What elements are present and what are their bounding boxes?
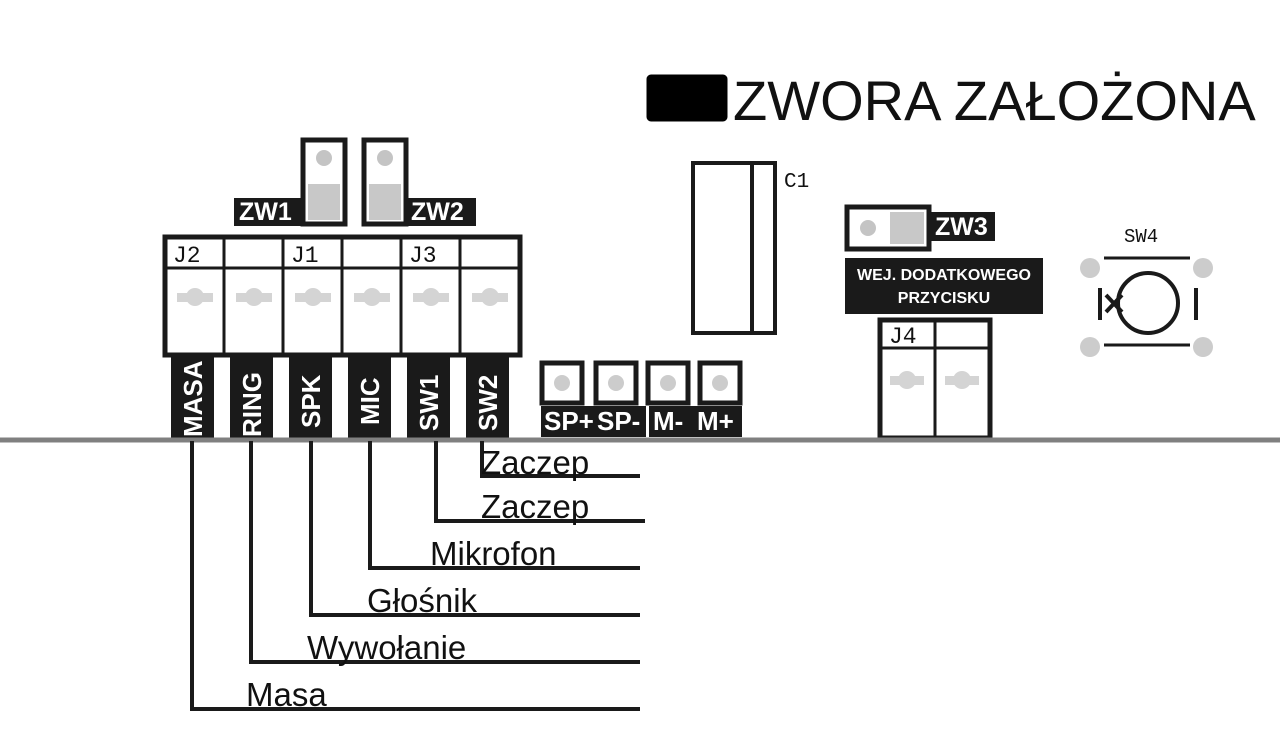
callout-label-glosnik: Głośnik <box>367 582 478 619</box>
jumper-zw3-block <box>890 212 924 244</box>
terminal-block-j4-screws <box>890 371 979 389</box>
pin-label-spk: SPK <box>289 357 332 441</box>
callout-label-masa: Masa <box>246 676 327 713</box>
solder-pad-hole <box>554 375 570 391</box>
pin-label-bg <box>171 357 214 441</box>
pin-label-ring: RING <box>230 357 273 441</box>
callout-leader-mikrofon <box>368 441 640 570</box>
pin-label-bg <box>407 357 450 441</box>
main-terminal-block: J2 J1 J3 <box>162 234 523 358</box>
jumper-zw2[interactable]: ZW2 <box>361 137 476 227</box>
solder-pad-hole <box>660 375 676 391</box>
jumper-zw3-label: ZW3 <box>935 213 988 241</box>
pin-label-bg <box>466 357 509 441</box>
terminal-block-j4-label: J4 <box>889 324 917 350</box>
component-sw4-label: SW4 <box>1124 226 1158 248</box>
solder-pad-label-mminus: M- <box>653 406 683 436</box>
legend-group: ZWORA ZAŁOŻONA <box>646 69 1256 132</box>
legend-label: ZWORA ZAŁOŻONA <box>733 69 1256 132</box>
pin-label-bg <box>230 357 273 441</box>
jumper-zw2-label: ZW2 <box>411 198 464 226</box>
solder-pad-label-spminus: SP- <box>597 406 640 436</box>
callout-label-zaczep-sw2: Zaczep <box>481 444 589 481</box>
jumper-zw3[interactable]: ZW3 <box>844 204 995 252</box>
aux-input-note-bg <box>845 258 1043 314</box>
jumper-zw3-pin <box>860 220 876 236</box>
callout-leader-zaczep-sw1 <box>434 441 645 523</box>
pin-label-sw1: SW1 <box>407 357 450 441</box>
component-sw4[interactable]: SW4 <box>1080 226 1213 357</box>
component-sw4-cross-icon <box>1104 293 1124 314</box>
pin-label-group: MASA RING SPK MIC SW1 SW2 <box>171 357 509 441</box>
solder-pad-label-bg <box>649 406 742 437</box>
callout-label-mikrofon: Mikrofon <box>430 535 557 572</box>
pin-label-text: MASA <box>178 360 208 437</box>
component-c1-label: C1 <box>784 171 809 194</box>
pin-label-bg <box>348 357 391 441</box>
terminal-block-j4: J4 <box>877 317 993 441</box>
screw-terminal <box>890 371 924 389</box>
screw-terminal <box>413 288 449 306</box>
solder-pad[interactable] <box>697 360 743 406</box>
jumper-zw3-label-bg <box>929 212 995 241</box>
jumper-zw2-pin <box>377 150 393 166</box>
jumper-zw1[interactable]: ZW1 <box>234 137 348 227</box>
callout-text-group: Zaczep Zaczep Mikrofon Głośnik Wywołanie… <box>246 444 589 713</box>
screw-terminal <box>472 288 508 306</box>
screw-terminals <box>177 288 508 306</box>
pin-label-masa: MASA <box>171 357 214 441</box>
pin-label-text: RING <box>237 372 267 437</box>
screw-terminal <box>945 371 979 389</box>
callout-label-zaczep-sw1: Zaczep <box>481 488 589 525</box>
solder-pad-hole <box>608 375 624 391</box>
screw-terminal <box>354 288 390 306</box>
screw-terminal <box>177 288 213 306</box>
solder-pad-hole <box>712 375 728 391</box>
component-sw4-pad <box>1080 258 1100 278</box>
pin-label-text: SW1 <box>414 375 444 431</box>
pin-label-text: SW2 <box>473 375 503 431</box>
connector-ref-j2: J2 <box>173 243 201 269</box>
callout-leader-masa <box>190 441 640 711</box>
callout-leader-zaczep-sw2 <box>480 441 640 478</box>
jumper-zw1-label-bg <box>234 198 304 226</box>
aux-input-note: WEJ. DODATKOWEGO PRZYCISKU <box>845 258 1043 314</box>
pin-label-bg <box>289 357 332 441</box>
pin-label-sw2: SW2 <box>466 357 509 441</box>
aux-input-note-line2: PRZYCISKU <box>898 290 990 307</box>
pin-label-text: MIC <box>355 377 385 425</box>
pin-label-mic: MIC <box>348 357 391 441</box>
connector-ref-j1: J1 <box>291 243 319 269</box>
component-c1: C1 <box>691 161 809 335</box>
callout-leader-glosnik <box>309 441 640 617</box>
screw-terminal <box>236 288 272 306</box>
connector-ref-j3: J3 <box>409 243 437 269</box>
component-sw4-button[interactable] <box>1116 271 1180 335</box>
solder-pad-group: SP+ SP- M- M+ <box>539 360 743 437</box>
pin-label-text: SPK <box>296 374 326 428</box>
screw-terminal <box>295 288 331 306</box>
callout-label-wywolanie: Wywołanie <box>307 629 466 666</box>
component-sw4-pad <box>1193 258 1213 278</box>
jumper-zw2-block <box>369 184 401 220</box>
solder-pad-label-spplus: SP+ <box>544 406 594 436</box>
solder-pad-label-mplus: M+ <box>697 406 734 436</box>
callout-leader-wywolanie <box>249 441 640 664</box>
component-sw4-pad <box>1193 337 1213 357</box>
solder-pad-label-bg <box>541 406 646 437</box>
jumper-zw1-pin <box>316 150 332 166</box>
jumper-zw1-block <box>308 184 340 220</box>
callout-leader-group <box>190 441 645 711</box>
aux-input-note-line1: WEJ. DODATKOWEGO <box>857 267 1031 284</box>
component-sw4-pad <box>1080 337 1100 357</box>
component-c1-body <box>691 161 777 335</box>
jumper-zw1-label: ZW1 <box>239 198 292 226</box>
jumper-installed-swatch <box>646 74 728 122</box>
jumper-zw2-label-bg <box>406 198 476 226</box>
